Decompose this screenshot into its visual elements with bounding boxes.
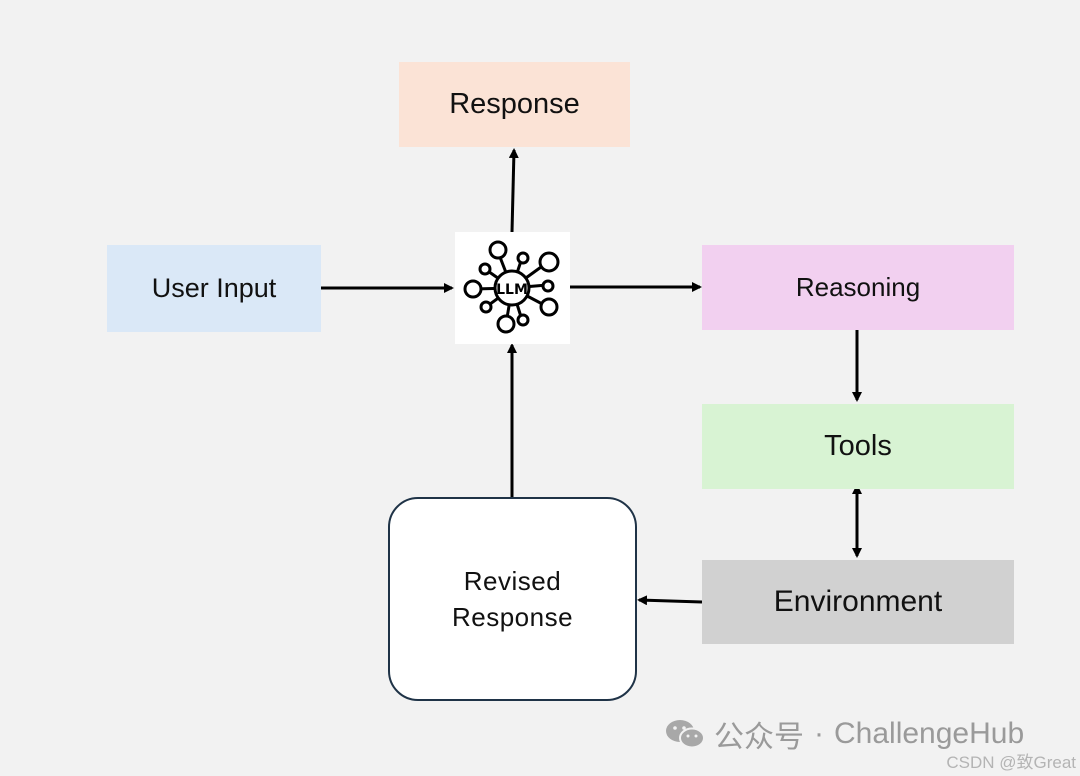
tools-node: Tools	[702, 404, 1014, 489]
llm-label: LLM	[496, 282, 528, 298]
llm-node: LLM	[455, 232, 570, 344]
neural-network-icon: LLM	[463, 240, 560, 334]
arrow-environment-to-revised	[637, 595, 703, 606]
watermark-account: ChallengeHub	[834, 717, 1025, 750]
environment-label: Environment	[773, 585, 943, 618]
reasoning-node: Reasoning	[702, 245, 1014, 330]
response-label: Response	[449, 88, 580, 120]
tools-label: Tools	[824, 430, 892, 462]
csdn-watermark: CSDN @致Great	[946, 753, 1076, 772]
response-node: Response	[399, 62, 630, 147]
environment-node: Environment	[702, 560, 1014, 644]
watermark-wechat-label: 公众号	[714, 721, 804, 754]
user-input-node: User Input	[107, 245, 321, 332]
user-input-label: User Input	[151, 273, 277, 303]
arrow-llm-to-response	[508, 148, 519, 233]
watermark: 公众号 · ChallengeHub	[664, 712, 1024, 756]
wechat-icon	[666, 720, 705, 749]
revised-response-label-line1: Revised	[463, 566, 562, 596]
watermark-separator: ·	[814, 717, 824, 750]
revised-response-node: Revised Response	[388, 497, 637, 701]
revised-response-label-line2: Response	[451, 602, 574, 632]
reasoning-label: Reasoning	[795, 272, 921, 302]
